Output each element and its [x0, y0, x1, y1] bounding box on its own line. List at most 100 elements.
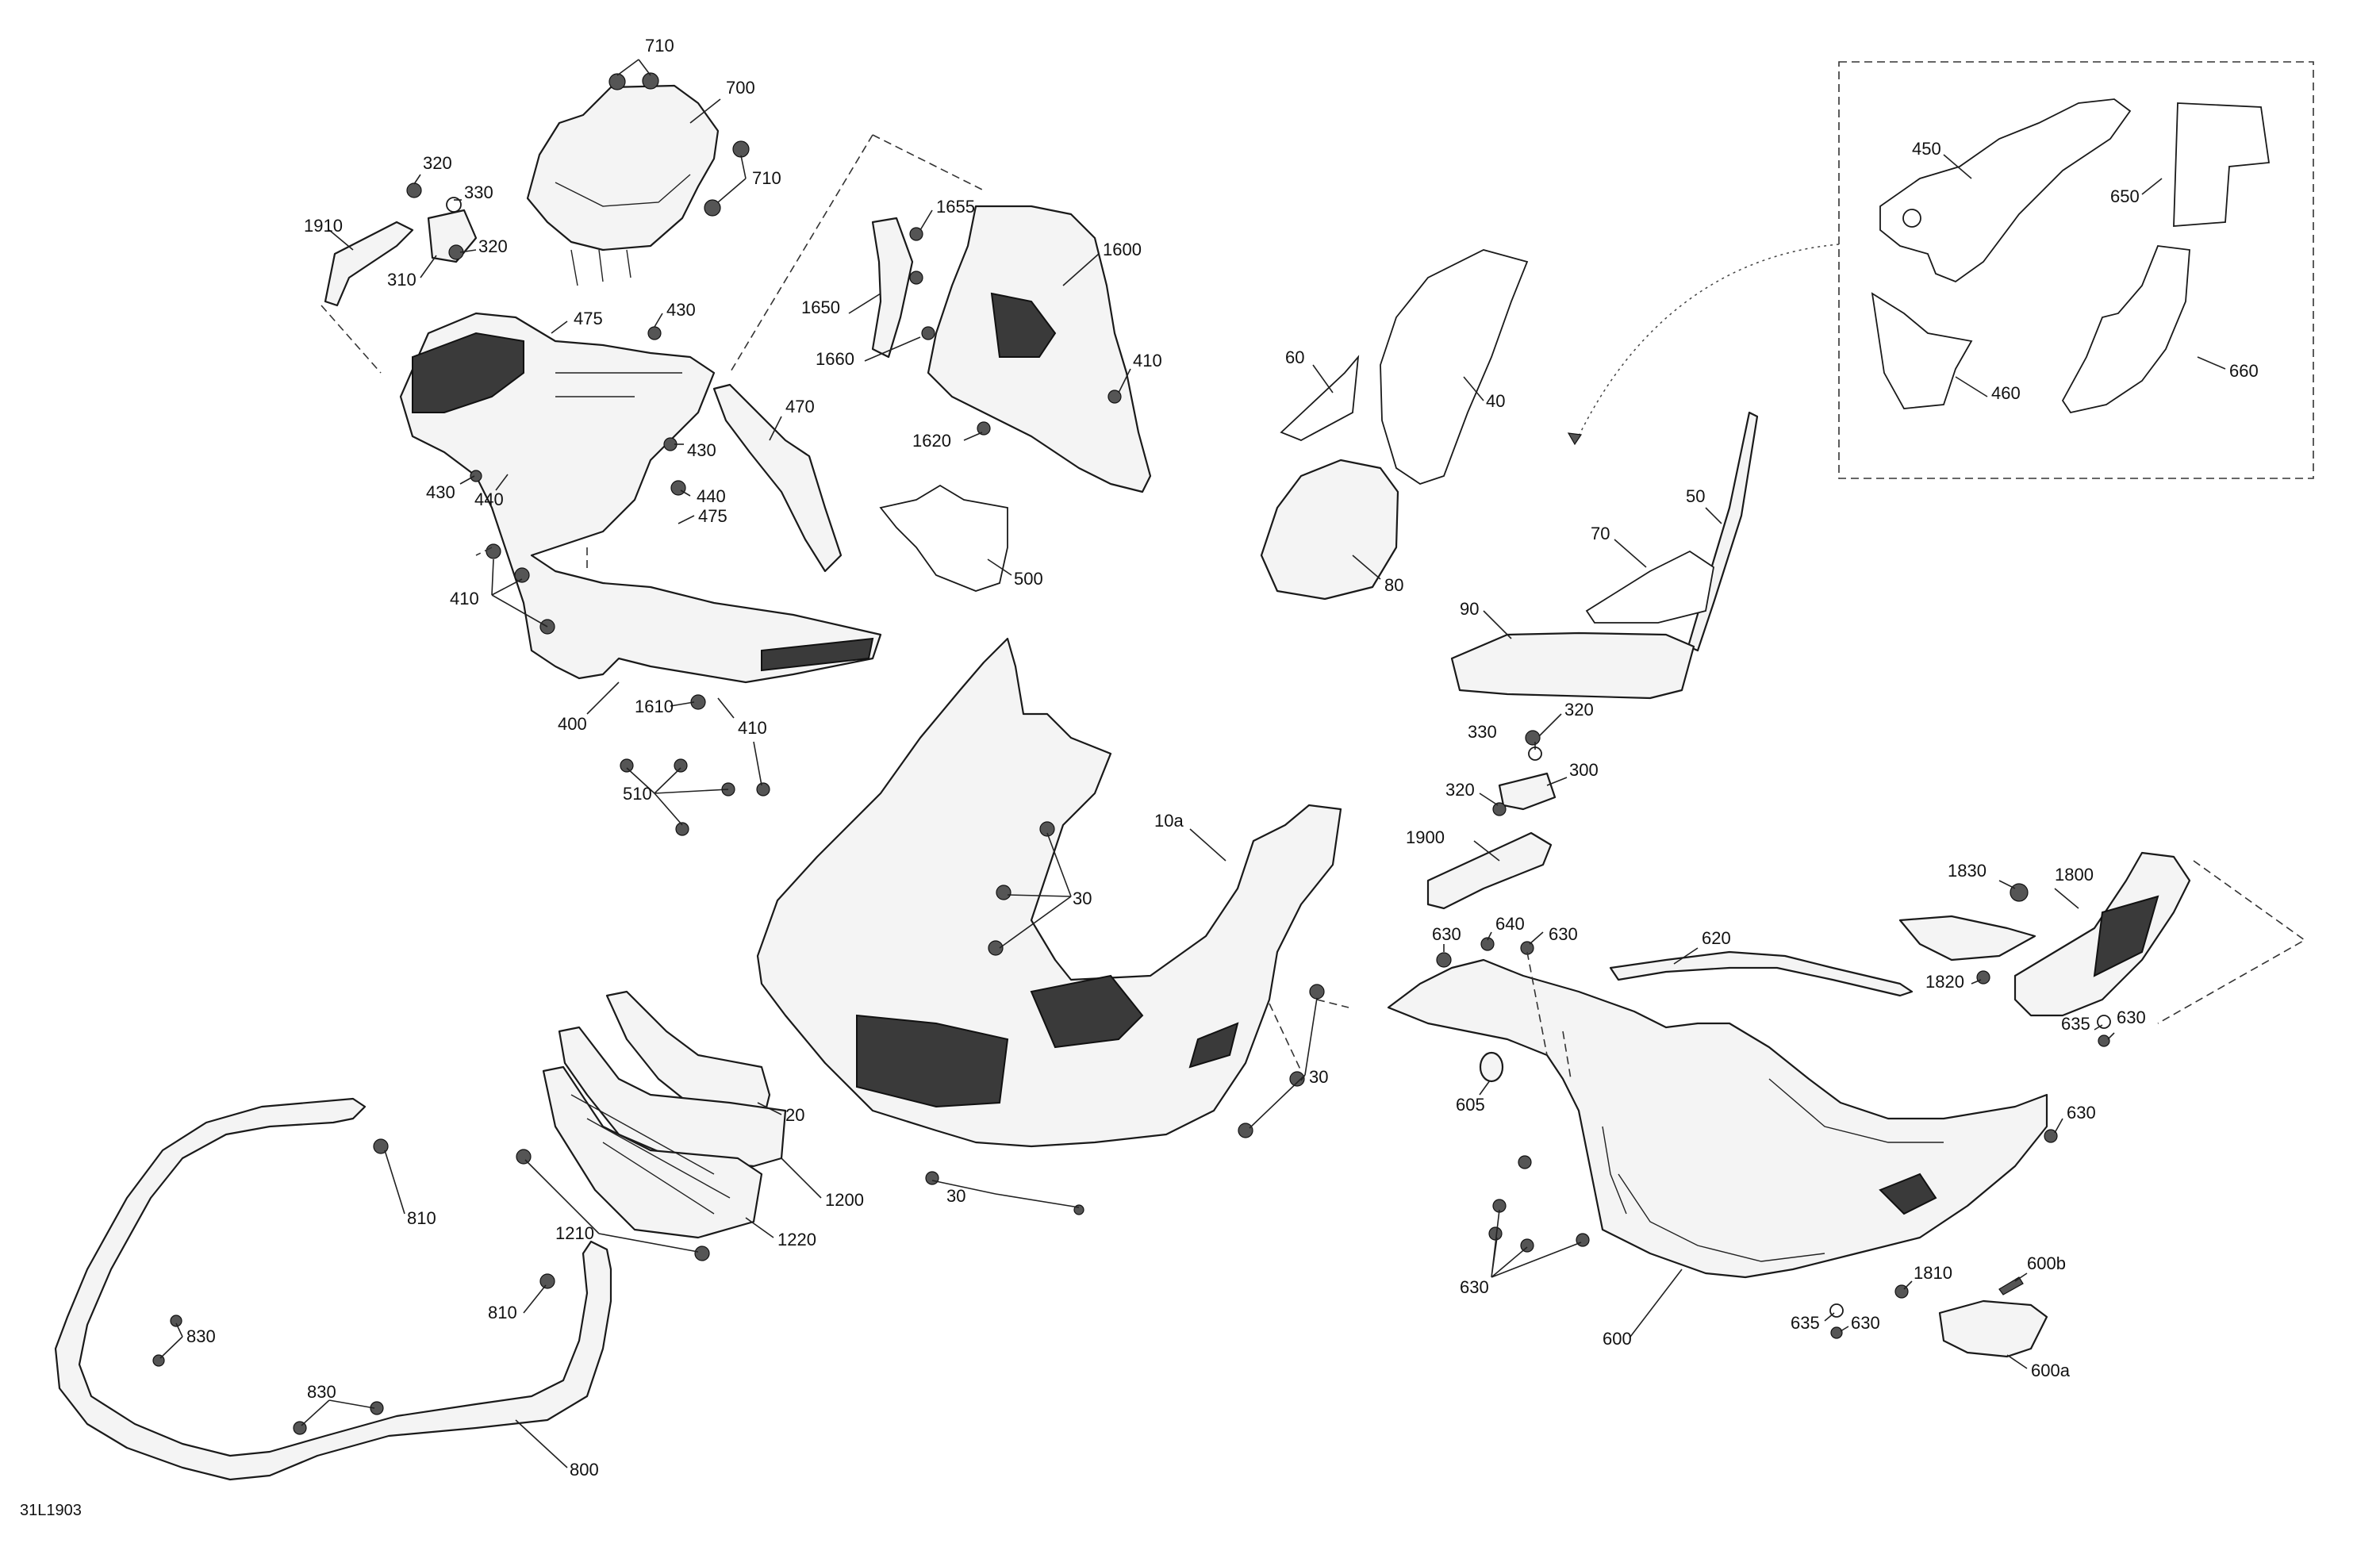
leader-320c	[1538, 713, 1562, 737]
lower-body-group	[1387, 937, 2058, 1339]
leader-430a	[654, 313, 663, 328]
housing-400-ribs	[555, 372, 682, 397]
leader-1900	[1473, 840, 1500, 862]
callout-1600: 1600	[1103, 240, 1142, 259]
callout-30: 30	[1073, 889, 1092, 908]
callout-320: 320	[1564, 700, 1594, 720]
callout-635: 635	[2061, 1014, 2090, 1034]
fastener-440	[670, 480, 686, 496]
callout-1820: 1820	[1925, 972, 1964, 992]
fastener-830-a	[170, 1315, 182, 1327]
leader-1600	[1062, 253, 1100, 286]
leader-30b	[1249, 997, 1318, 1129]
callout-630: 630	[1549, 924, 1578, 944]
side-panels-group	[1260, 249, 1759, 700]
leader-830b	[301, 1399, 375, 1426]
leader-470	[769, 416, 782, 441]
fastener-630-d	[1518, 1155, 1532, 1169]
callout-1620: 1620	[912, 431, 951, 451]
callout-1610: 1610	[635, 697, 674, 716]
fastener-630-j	[2044, 1129, 2058, 1143]
cover-600a	[1938, 1299, 2048, 1358]
callout-470: 470	[785, 397, 815, 416]
callout-30: 30	[946, 1186, 965, 1206]
leader-70	[1614, 539, 1647, 568]
callout-40: 40	[1486, 391, 1505, 411]
front-body-headlight-right	[1188, 1022, 1239, 1069]
callout-800: 800	[570, 1460, 599, 1480]
callout-440: 440	[697, 486, 726, 506]
callout-410: 410	[1133, 351, 1162, 370]
bumper-group	[54, 1097, 612, 1481]
console-700-legs	[570, 249, 631, 286]
leader-475a	[551, 320, 568, 334]
callout-80: 80	[1384, 575, 1403, 595]
fastener-1210-b	[694, 1246, 710, 1261]
callout-650: 650	[2110, 186, 2140, 206]
leader-460	[1955, 376, 1988, 397]
clip-600b	[1998, 1276, 2024, 1295]
callout-310: 310	[387, 270, 416, 290]
housing-400-group	[399, 312, 882, 836]
leader-410a	[491, 558, 548, 628]
leader-630c	[2107, 1032, 2115, 1040]
assembly-line-1800	[2157, 860, 2306, 1024]
decal-450-hole	[1902, 209, 1921, 228]
leader-30a	[999, 832, 1072, 949]
housing-400-vent	[412, 332, 524, 413]
leader-440b	[680, 489, 691, 497]
callout-400: 400	[558, 714, 587, 734]
callout-1800: 1800	[2055, 865, 2094, 885]
cover-600a-group	[1938, 1276, 2048, 1358]
leader-320d	[1479, 793, 1499, 806]
leader-1830	[1998, 880, 2016, 889]
fastener-710-a	[608, 73, 626, 90]
callout-1655: 1655	[936, 197, 975, 217]
fastener-30-c	[988, 940, 1004, 956]
fastener-430-a	[647, 326, 662, 340]
callout-70: 70	[1591, 524, 1610, 543]
callout-50: 50	[1686, 486, 1705, 506]
leader-620	[1673, 947, 1699, 965]
callout-830: 830	[186, 1326, 216, 1346]
leader-810b	[523, 1284, 547, 1314]
panel-70	[1585, 550, 1714, 624]
washer-330	[446, 197, 462, 213]
decal-650	[2173, 102, 2271, 227]
leader-630d	[2054, 1118, 2063, 1134]
fastener-630-a	[1436, 952, 1452, 968]
panel-90	[1450, 631, 1695, 700]
callout-320: 320	[423, 153, 452, 173]
fastener-30-f	[1238, 1123, 1253, 1138]
bracket-1600-group	[871, 205, 1152, 493]
callout-630: 630	[2067, 1103, 2096, 1123]
grille-1220-slats	[570, 1094, 731, 1215]
callout-630: 630	[1432, 924, 1461, 944]
fastener-30-d	[1309, 984, 1325, 1000]
leader-830a	[159, 1322, 183, 1359]
leader-600b	[2014, 1272, 2028, 1282]
callout-450: 450	[1912, 139, 1941, 159]
callout-460: 460	[1991, 383, 2021, 403]
fastener-710-c	[732, 140, 750, 158]
callout-500: 500	[1014, 569, 1043, 589]
upper-console-group	[526, 72, 750, 286]
front-body-headlight-left	[1030, 974, 1144, 1049]
fastener-510-a	[620, 758, 634, 773]
callout-410: 410	[738, 718, 767, 738]
fastener-630-h	[1520, 1238, 1534, 1253]
leader-710a	[616, 59, 651, 76]
leader-630f	[1840, 1326, 1849, 1332]
leader-430c	[459, 475, 475, 485]
callout-90: 90	[1460, 599, 1479, 619]
callout-810: 810	[407, 1208, 436, 1228]
decal-450	[1879, 98, 2132, 283]
assembly-line-30	[1269, 999, 1349, 1072]
lower-body-600-line-b	[1768, 1078, 1944, 1143]
trim-470	[712, 383, 843, 573]
leader-400	[586, 681, 620, 715]
callout-810: 810	[488, 1303, 517, 1322]
callout-1650: 1650	[801, 297, 840, 317]
panel-80	[1260, 459, 1399, 601]
leader-410c	[1118, 368, 1131, 393]
